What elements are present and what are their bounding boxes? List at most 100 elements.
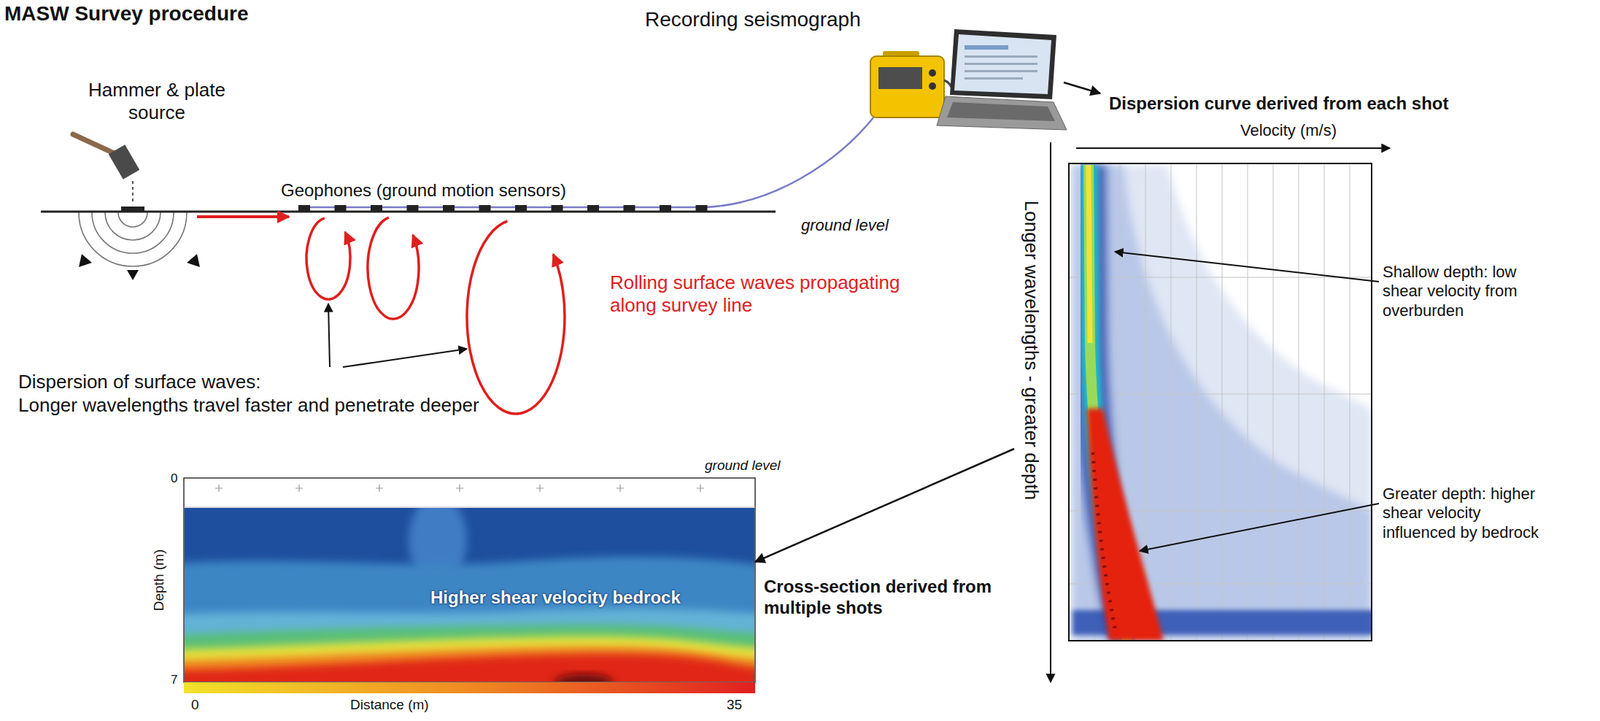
geophone-label: Geophones (ground motion sensors) [280, 180, 567, 202]
dispersion-image [1069, 164, 1371, 640]
wave-arrowheads [186, 253, 200, 268]
cross-section-image [184, 646, 755, 682]
laptop-icon [964, 77, 1023, 80]
callout-leader [1114, 251, 1379, 282]
cross-section-image [215, 484, 705, 492]
cross-section-image [183, 682, 756, 694]
seismograph-icon [870, 51, 953, 118]
dispersion-image [1349, 164, 1351, 640]
geophones [442, 205, 455, 211]
tick-label: 35 [726, 696, 742, 714]
dispersion-image [1092, 452, 1117, 635]
dispersion-image [1247, 164, 1249, 640]
tick-label: 0 [191, 696, 200, 714]
wavefronts [78, 212, 187, 267]
rolling-wave [306, 217, 565, 414]
node-heading: Dispersion curve derived from each shot [1108, 93, 1449, 115]
hammer-source [108, 144, 141, 180]
axis-label: Depth (m) [151, 549, 168, 611]
axis-label: Distance (m) [350, 696, 430, 714]
dispersion-image [1068, 163, 1372, 641]
laptop-icon [964, 55, 1038, 58]
ground-label: ground level [801, 215, 889, 235]
geophones [587, 205, 599, 211]
hammer-source [132, 180, 134, 205]
axis-label: Velocity (m/s) [1240, 121, 1337, 141]
cross-section-image [554, 673, 613, 682]
callout-text: Shallow depth: low shear velocity from o… [1382, 262, 1540, 321]
flow-arrow [755, 448, 1015, 562]
dispersion-image [1170, 164, 1172, 640]
axis-arrow [1050, 142, 1390, 683]
dispersion-note: Longer wavelengths travel faster and pen… [18, 393, 480, 417]
propagation-arrow [196, 216, 289, 218]
laptop-icon [936, 96, 1067, 130]
geophones [515, 205, 527, 211]
axis-arrow [1049, 142, 1052, 683]
rolling-wave [466, 221, 565, 414]
laptop-icon [949, 29, 1057, 100]
wavefronts [118, 212, 148, 227]
diagram-title: MASW Survey procedure [4, 1, 249, 27]
laptop-icon [954, 34, 1052, 95]
dispersion-image [1068, 163, 1372, 641]
cross-section-panel: Cross-section derived from multiple shot… [183, 477, 756, 683]
leader-line [328, 303, 467, 367]
dispersion-note: Dispersion of surface waves: [18, 370, 261, 394]
seismograph-icon [878, 67, 923, 90]
axis-label: Longer wavelengths - greater depth [1019, 200, 1042, 501]
layer-label: Higher shear velocity bedrock [430, 587, 681, 609]
dispersion-image [1068, 163, 1379, 641]
hammer-source [72, 134, 145, 212]
dispersion-image [1088, 164, 1091, 343]
ground-line [40, 211, 776, 213]
wave-arrowheads [78, 253, 200, 281]
cross-section-image [184, 556, 755, 682]
laptop-icon [936, 29, 1067, 130]
rolling-wave [367, 217, 419, 319]
seismograph-icon [928, 69, 937, 77]
dispersion-image [1196, 164, 1198, 640]
geophones [298, 205, 708, 211]
laptop-icon [964, 45, 1009, 50]
wavefronts [78, 212, 187, 267]
cross-section-image [184, 636, 755, 682]
leader-line [342, 348, 467, 367]
node-heading: Recording seismograph [644, 7, 861, 33]
propagation-arrow [196, 215, 289, 219]
wavefronts [105, 212, 161, 241]
wave-arrowheads [78, 253, 92, 268]
geophones [298, 205, 311, 211]
dispersion-image [1324, 164, 1325, 640]
geophones [551, 205, 564, 211]
callout-leader [1139, 503, 1379, 551]
geophones [659, 205, 672, 211]
rolling-wave [306, 218, 351, 300]
ground-label: ground level [704, 457, 781, 475]
geophones [370, 205, 383, 211]
cross-section-image [184, 507, 755, 682]
geophones [479, 205, 492, 211]
node-heading: Cross-section derived from multiple shot… [763, 576, 1005, 619]
geophones [334, 205, 347, 211]
laptop-icon [947, 102, 1055, 122]
geophones [623, 205, 636, 211]
dispersion-image [1222, 164, 1223, 640]
dispersion-image [1069, 277, 1371, 278]
seismograph-icon [928, 82, 937, 90]
wave-arrowheads [126, 269, 139, 281]
dispersion-curve-panel: Dispersion curve derived from each shot [1014, 93, 1455, 686]
callout-text: Greater depth: higher shear velocity inf… [1382, 484, 1551, 543]
flow-arrow [1063, 82, 1101, 94]
seismograph-icon [870, 56, 945, 118]
cross-section-image [184, 507, 755, 682]
geophones [696, 205, 708, 211]
cross-section-image [183, 507, 756, 508]
laptop-icon [964, 70, 1038, 73]
dispersion-image [1087, 408, 1164, 640]
laptop-icon [964, 62, 1038, 65]
source-label: Hammer & plate source [72, 78, 241, 125]
axis-arrow [1076, 147, 1390, 149]
dispersion-image [1298, 164, 1300, 640]
